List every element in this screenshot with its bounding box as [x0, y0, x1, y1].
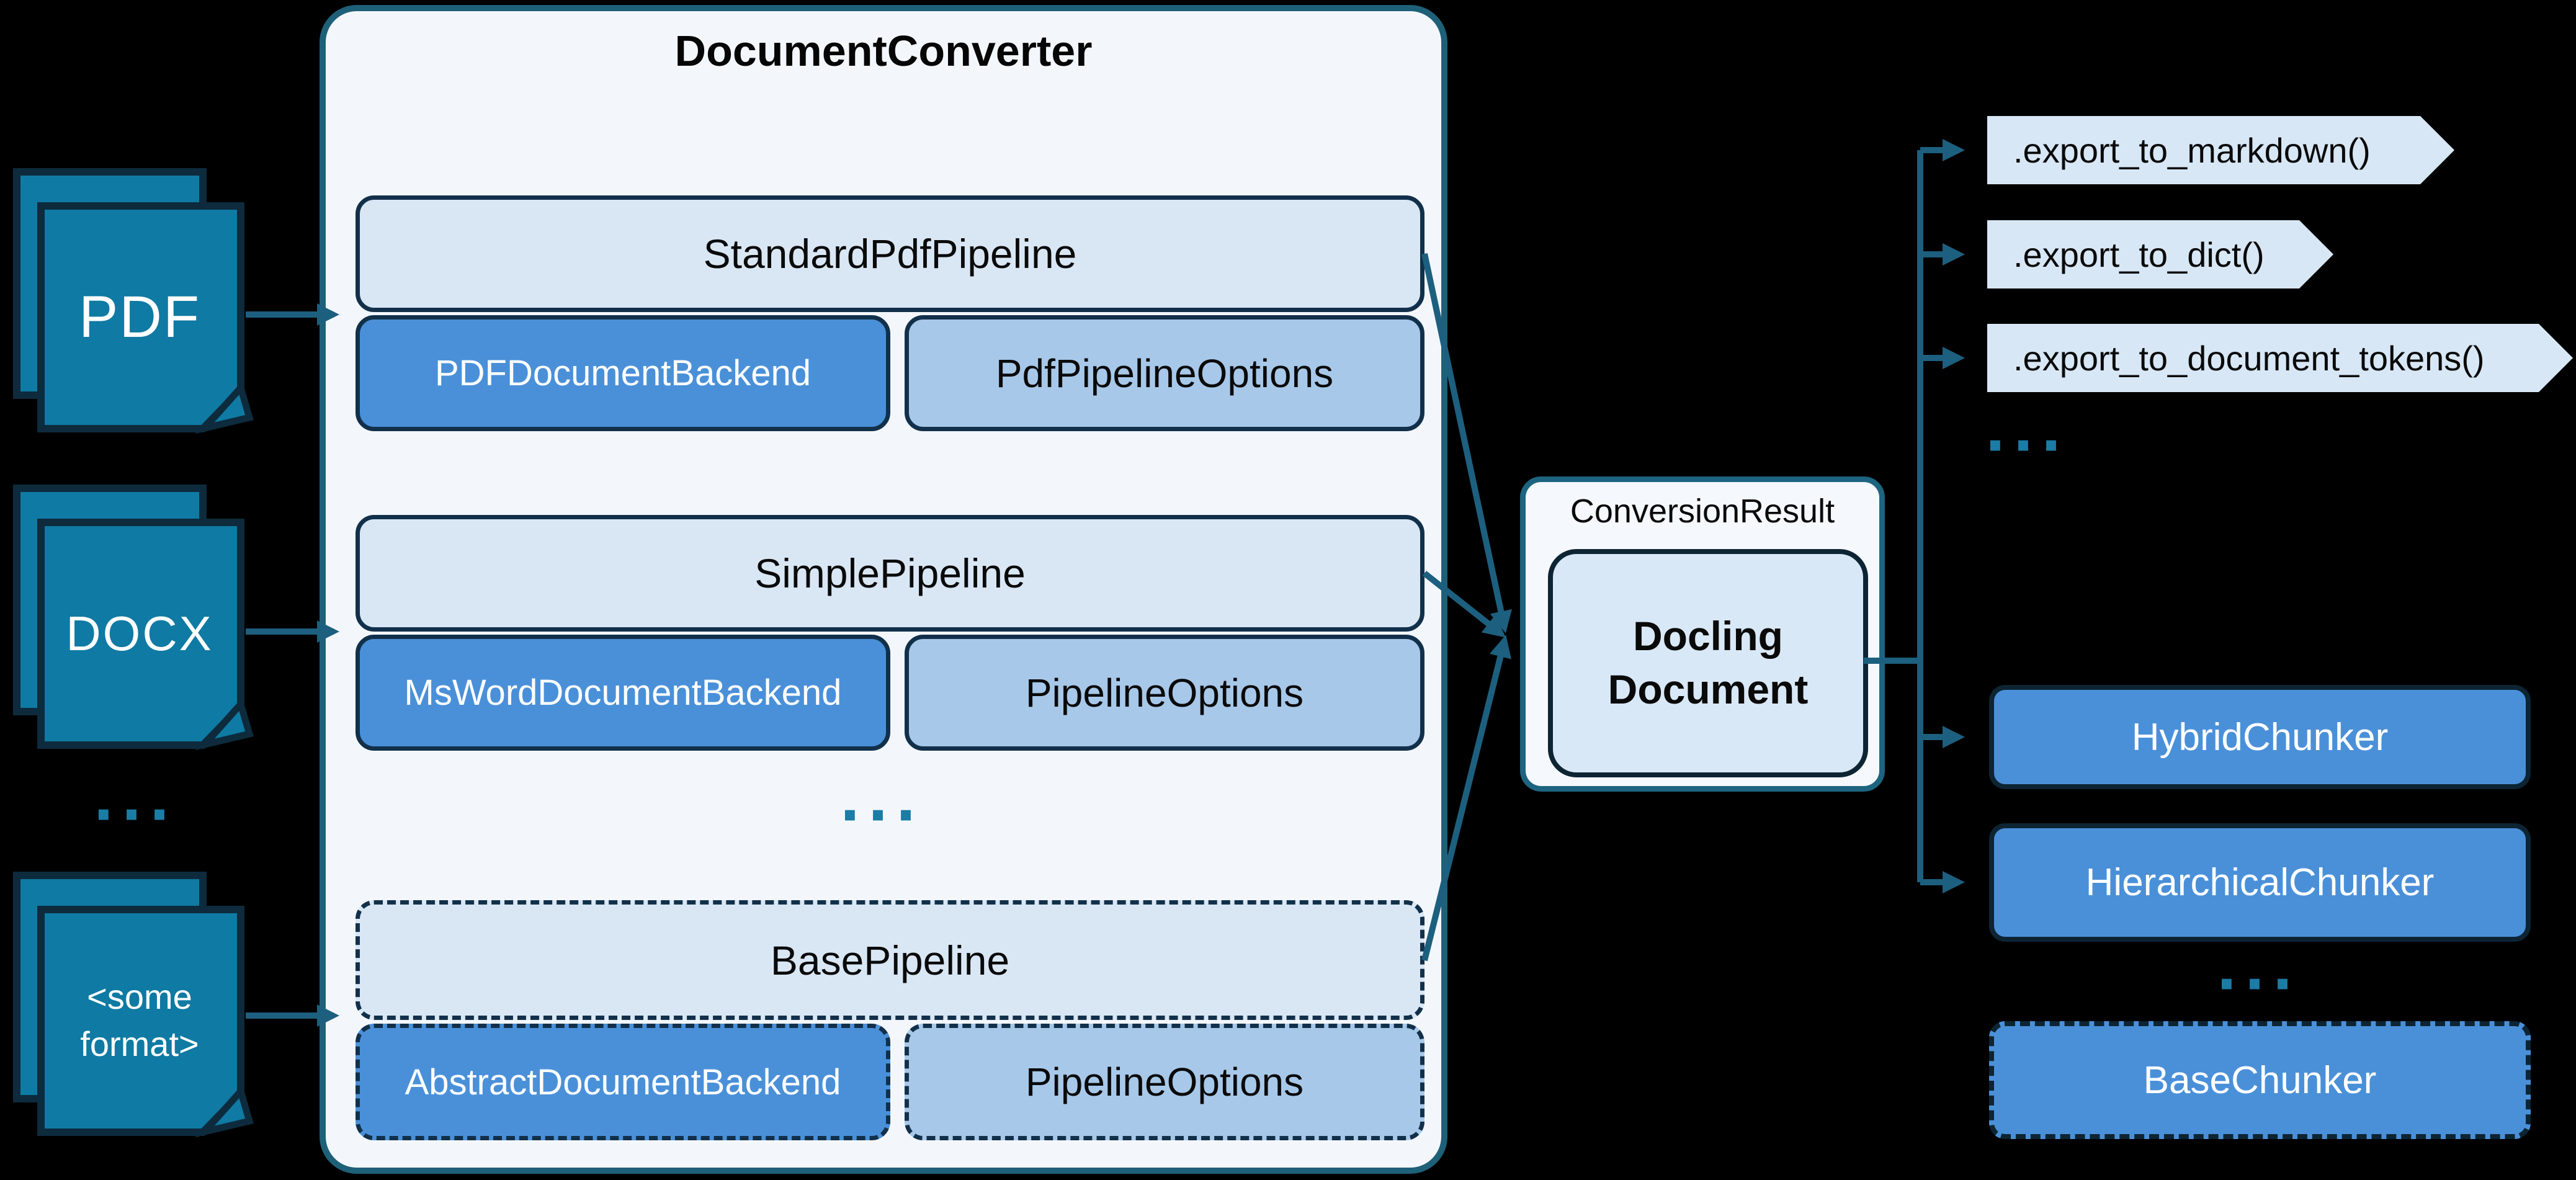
input-label-docx: DOCX: [66, 606, 213, 661]
more-pipelines-ellipsis: ...: [840, 758, 924, 836]
document-pages-icon: [13, 168, 254, 434]
more-chunkers-ellipsis: ...: [2217, 926, 2301, 1004]
folded-corner-icon: [195, 697, 254, 751]
pipeline-label: StandardPdfPipeline: [703, 231, 1077, 277]
export-to-dict-pennant: .export_to_dict(): [1987, 220, 2333, 288]
base-chunker-box: BaseChunker: [1989, 1021, 2531, 1139]
abstract-document-backend-box: AbstractDocumentBackend: [356, 1024, 890, 1140]
standard-pdf-pipeline-box: StandardPdfPipeline: [356, 195, 1424, 312]
docling-document-box: Docling Document: [1548, 549, 1868, 777]
pipeline-label: BasePipeline: [770, 937, 1010, 983]
folded-corner-icon: [195, 380, 254, 434]
pdf-pipeline-options-box: PdfPipelineOptions: [905, 315, 1424, 431]
export-to-document-tokens-pennant: .export_to_document_tokens(): [1987, 324, 2573, 392]
pdf-document-backend-box: PDFDocumentBackend: [356, 315, 890, 431]
input-stack-some-format: <some format>: [13, 872, 261, 1145]
export-to-markdown-pennant: .export_to_markdown(): [1987, 116, 2454, 184]
chunker-label: BaseChunker: [2143, 1058, 2377, 1102]
backend-label: PDFDocumentBackend: [434, 353, 812, 393]
input-stack-docx: DOCX: [13, 485, 261, 758]
more-exports-ellipsis: ...: [1985, 388, 2070, 466]
export-label: .export_to_markdown(): [2013, 130, 2371, 170]
hierarchical-chunker-box: HierarchicalChunker: [1989, 823, 2531, 942]
document-pages-icon: [13, 872, 254, 1138]
pipeline-label: SimplePipeline: [754, 550, 1026, 596]
pipeline-options-box: PipelineOptions: [905, 635, 1424, 751]
input-stack-pdf: PDF: [13, 168, 261, 441]
backend-label: MsWordDocumentBackend: [404, 673, 842, 713]
msword-document-backend-box: MsWordDocumentBackend: [356, 635, 890, 751]
document-pages-icon: [13, 485, 254, 751]
export-label: .export_to_dict(): [2013, 235, 2265, 274]
chunker-label: HybridChunker: [2131, 715, 2389, 759]
options-label: PipelineOptions: [1025, 1060, 1304, 1104]
input-label-pdf: PDF: [79, 284, 200, 350]
backend-label: AbstractDocumentBackend: [405, 1062, 841, 1102]
export-label: .export_to_document_tokens(): [2013, 338, 2485, 378]
conversion-result-box: ConversionResult Docling Document: [1520, 476, 1885, 792]
base-pipeline-options-box: PipelineOptions: [905, 1024, 1424, 1140]
document-converter-title: DocumentConverter: [674, 27, 1093, 75]
more-inputs-ellipsis: ...: [94, 757, 178, 835]
base-pipeline-box: BasePipeline: [356, 900, 1424, 1020]
simple-pipeline-box: SimplePipeline: [356, 515, 1424, 632]
options-label: PdfPipelineOptions: [995, 351, 1334, 396]
hybrid-chunker-box: HybridChunker: [1989, 685, 2531, 789]
options-label: PipelineOptions: [1025, 670, 1304, 715]
folded-corner-icon: [195, 1084, 254, 1138]
chunker-label: HierarchicalChunker: [2085, 861, 2435, 904]
conversion-result-label: ConversionResult: [1570, 493, 1835, 530]
input-label-some-format: <some format>: [80, 977, 199, 1063]
